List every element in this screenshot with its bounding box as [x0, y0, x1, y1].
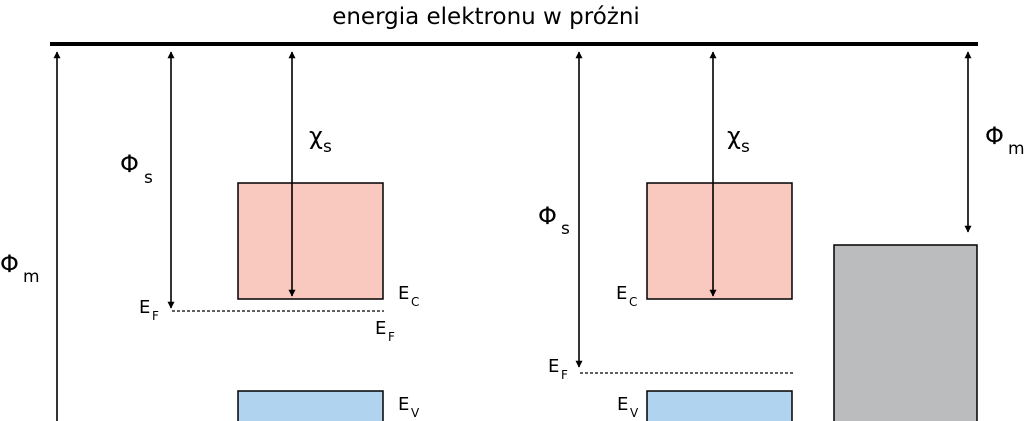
svg-text:C: C	[411, 295, 419, 309]
svg-text:E: E	[617, 394, 628, 415]
svg-text:E: E	[398, 394, 409, 415]
svg-text:C: C	[629, 295, 637, 309]
svg-text:E: E	[398, 283, 409, 304]
conduction-band-edge-label-right: E C	[616, 283, 637, 309]
phi-m-label-left: Φ m	[0, 250, 40, 287]
valence-band-edge-label-right: E V	[617, 394, 639, 420]
svg-text:F: F	[388, 330, 395, 344]
svg-text:Φ: Φ	[985, 122, 1004, 150]
conduction-band-left	[237, 182, 384, 300]
phi-s-label-left: Φ s	[120, 150, 153, 188]
svg-text:s: s	[144, 168, 153, 188]
phi-s-label-right: Φ s	[538, 202, 570, 239]
valence-band-edge-label-left: E V	[398, 394, 420, 420]
svg-text:m: m	[1008, 139, 1024, 159]
svg-text:Φ: Φ	[0, 250, 19, 278]
phi-m-label-right: Φ m	[985, 122, 1024, 159]
metal-block	[833, 244, 978, 421]
svg-text:V: V	[630, 406, 639, 420]
chi-s-label-right: χ s	[727, 122, 750, 157]
svg-text:E: E	[375, 318, 386, 339]
svg-text:m: m	[23, 267, 40, 287]
valence-band-right	[646, 390, 793, 421]
chi-s-label-left: χ s	[309, 122, 332, 157]
svg-text:s: s	[741, 137, 750, 157]
svg-text:F: F	[152, 309, 159, 323]
fermi-level-label-right: E F	[548, 356, 568, 382]
svg-text:F: F	[561, 368, 568, 382]
svg-text:E: E	[548, 356, 559, 377]
valence-band-left	[237, 390, 384, 421]
svg-text:s: s	[561, 219, 570, 239]
svg-text:Φ: Φ	[538, 202, 557, 230]
svg-text:V: V	[411, 406, 420, 420]
svg-text:Φ: Φ	[120, 150, 139, 178]
fermi-level-label-left-end: E F	[375, 318, 395, 344]
fermi-level-label-left-start: E F	[139, 297, 159, 323]
conduction-band-edge-label-left: E C	[398, 283, 419, 309]
svg-text:E: E	[139, 297, 150, 318]
conduction-band-right	[646, 182, 793, 300]
vacuum-level-label: energia elektronu w próżni	[332, 4, 640, 30]
svg-text:E: E	[616, 283, 627, 304]
svg-text:χ: χ	[309, 122, 323, 150]
svg-text:s: s	[323, 137, 332, 157]
svg-text:χ: χ	[727, 122, 741, 150]
